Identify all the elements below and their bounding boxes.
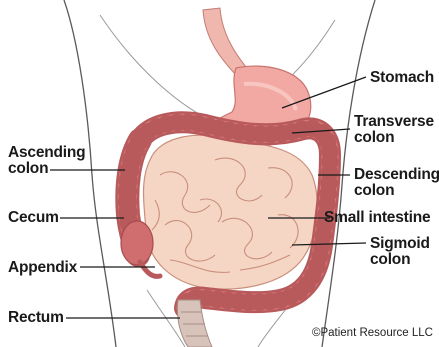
appendix [140,262,160,276]
label-small-intestine: Small intestine [324,210,430,226]
label-sigmoid-colon: Sigmoid colon [370,236,430,268]
label-transverse-colon: Transverse colon [354,114,434,146]
copyright-notice: ©Patient Resource LLC [312,327,433,339]
label-rectum: Rectum [8,310,64,326]
label-stomach: Stomach [370,70,434,86]
label-cecum: Cecum [8,210,59,226]
esophagus [203,8,250,75]
small-intestine [144,135,318,289]
label-ascending-colon: Ascending colon [8,145,85,177]
cecum [121,221,153,265]
label-descending-colon: Descending colon [354,167,439,199]
label-appendix: Appendix [8,260,77,276]
